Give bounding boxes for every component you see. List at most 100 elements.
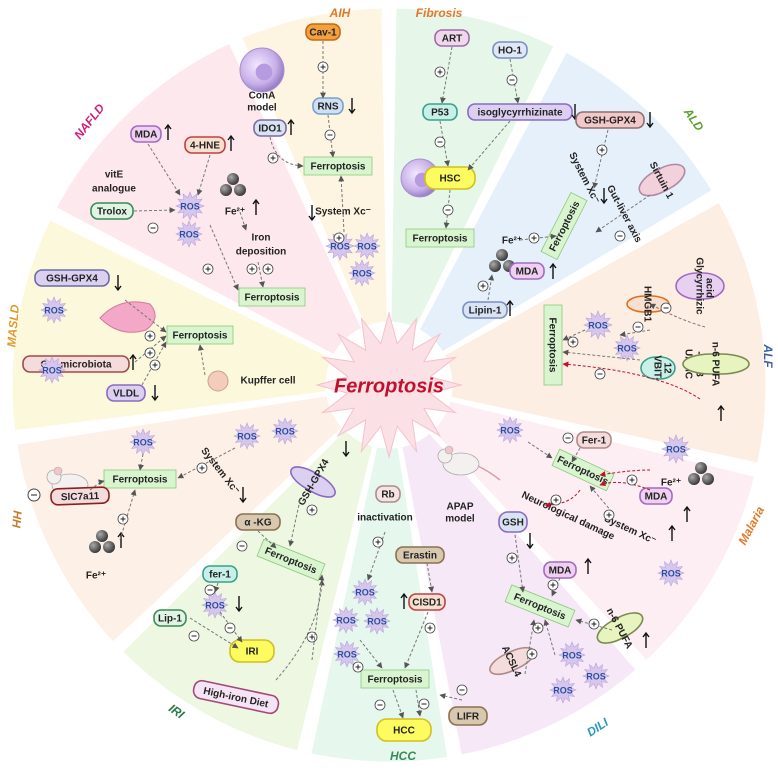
alf-ros-2: ROS (613, 334, 641, 362)
rns-node: RNS (312, 97, 344, 115)
art-node: ART (434, 29, 470, 47)
svg-text:GSH-GPX4: GSH-GPX4 (46, 274, 98, 285)
malaria-fer1-node: Fer-1 (576, 431, 612, 449)
svg-text:n-6 PUFA: n-6 PUFA (709, 342, 720, 386)
svg-text:MDA: MDA (645, 492, 668, 503)
up-arrow-icon (400, 592, 408, 609)
down-arrow-icon (526, 533, 534, 550)
plus-sign (117, 513, 129, 525)
malaria-mda-node: MDA (639, 487, 673, 505)
up-arrow-icon (683, 505, 691, 522)
cona-cell-icon (239, 47, 285, 93)
svg-text:Ferroptosis: Ferroptosis (367, 675, 422, 686)
arrow (599, 469, 651, 478)
svg-text:Trolox: Trolox (97, 207, 127, 218)
arrow (649, 303, 706, 328)
iri-node: IRI (229, 639, 275, 663)
cona-model-label: model (247, 103, 277, 114)
arrow (562, 349, 641, 361)
minus-sign (236, 540, 248, 552)
sector-title-alf: ALF (761, 343, 775, 368)
isoglycyrrhizinate-node: isoglycyrrhizinate (467, 103, 573, 121)
plus-sign (506, 552, 518, 564)
plus-sign (352, 661, 364, 673)
alf-ros-1: ROS (583, 310, 613, 340)
svg-text:ROS: ROS (562, 650, 582, 660)
ald-mda-node: MDA (509, 262, 545, 280)
up-arrow-icon (129, 353, 137, 370)
arrow (275, 579, 325, 681)
svg-text:Ferroptosis: Ferroptosis (112, 475, 167, 486)
down-arrow-icon (342, 441, 350, 458)
apap-mouse-icon (437, 445, 501, 481)
plus-sign (144, 347, 156, 359)
minus-sign (660, 302, 672, 314)
svg-text:CISD1: CISD1 (412, 598, 442, 609)
minus-sign (224, 622, 236, 634)
svg-text:ROS: ROS (275, 426, 295, 436)
arrow (366, 531, 386, 581)
plus-sign (532, 622, 544, 634)
cona-label: ConA (249, 91, 276, 102)
dili-ros-1: ROS (558, 641, 586, 669)
sirtuin1-node: Sirtuin 1 (638, 160, 686, 201)
svg-text:GSH: GSH (502, 518, 524, 529)
arrow (257, 530, 277, 549)
cav1-node: Cav-1 (305, 23, 341, 41)
svg-text:ART: ART (442, 34, 463, 45)
rb-node: Rb (375, 485, 401, 503)
minus-sign (614, 230, 626, 242)
hh-iron-ions-icon (89, 530, 115, 553)
up-arrow-icon (717, 404, 725, 421)
svg-text:ROS: ROS (330, 241, 350, 251)
plus-sign (528, 232, 540, 244)
plus-sign (306, 504, 318, 516)
arrow (589, 485, 613, 513)
plus-sign (434, 66, 446, 78)
down-arrow-icon (239, 487, 247, 504)
sector-alf (441, 199, 769, 467)
plus-sign (550, 494, 562, 506)
arrow (196, 154, 211, 196)
down-arrow-icon (308, 205, 316, 222)
svg-text:IDO1: IDO1 (258, 124, 282, 135)
cisd1-node: CISD1 (408, 593, 446, 611)
arrow (575, 618, 613, 631)
hcc-ferroptosis: Ferroptosis (360, 669, 430, 689)
apap-model-label: model (445, 514, 475, 525)
sector-title-hcc: HCC (390, 749, 416, 763)
down-arrow-icon (114, 275, 122, 292)
sector-title-aih: AIH (329, 6, 351, 20)
svg-text:ROS: ROS (44, 305, 64, 315)
down-arrow-icon (348, 98, 356, 115)
minus-sign (562, 432, 574, 444)
sector-title-ald: ALD (680, 105, 706, 134)
minus-sign (632, 321, 644, 333)
malaria-fe2-label: Fe²⁺ (661, 478, 681, 489)
iri-fer1-node: fer-1 (202, 565, 238, 583)
arrow (439, 46, 453, 104)
plus-sign (246, 263, 258, 275)
svg-text:Ferroptosis: Ferroptosis (546, 317, 557, 372)
arrow (89, 479, 105, 491)
arrow (415, 689, 423, 717)
arrow (571, 447, 581, 463)
arrow (177, 447, 236, 479)
arrow (119, 489, 137, 541)
svg-text:ROS: ROS (352, 268, 372, 278)
hcc-node: HCC (376, 718, 432, 742)
svg-text:RNS: RNS (317, 102, 338, 113)
sector-title-masld: MASLD (4, 304, 22, 348)
arrow (209, 224, 239, 291)
svg-text:ROS: ROS (337, 649, 357, 659)
plus-sign (547, 579, 559, 591)
svg-text:ROS: ROS (553, 685, 573, 695)
malaria-ros-3: ROS (657, 559, 685, 587)
arrow (543, 619, 556, 656)
down-arrow-icon (646, 112, 654, 129)
iri-ros: ROS (201, 591, 229, 619)
sector-title-dili: DILI (584, 715, 611, 739)
svg-text:HCC: HCC (393, 726, 415, 737)
mitochondria-icon (99, 301, 156, 333)
